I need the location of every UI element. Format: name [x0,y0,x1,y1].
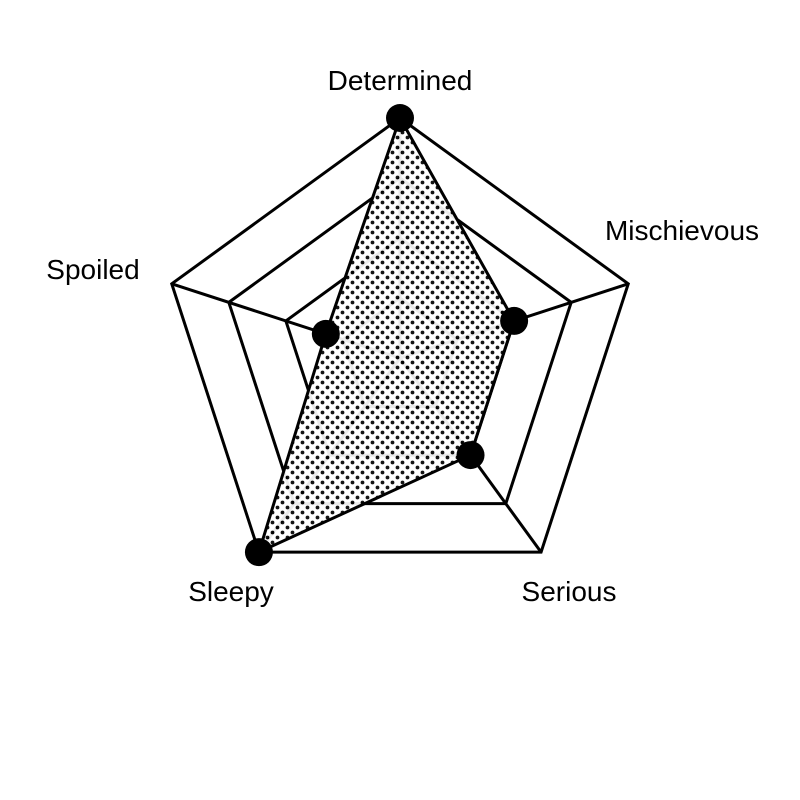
data-point-sleepy [244,538,273,567]
data-point-spoiled [311,319,340,348]
grid-ring-4 [169,116,631,554]
series-area [256,114,516,555]
axis-label-mischievous: Mischievous [605,215,759,246]
data-point-mischievous [500,306,529,335]
data-point-determined [386,104,414,132]
axis-label-spoiled: Spoiled [46,254,139,285]
data-point-serious [456,441,485,470]
axis-label-sleepy: Sleepy [188,576,274,607]
radar-series [244,104,529,567]
axis-label-serious: Serious [522,576,617,607]
grid-ring-3 [227,176,573,506]
axis-label-determined: Determined [328,65,473,96]
